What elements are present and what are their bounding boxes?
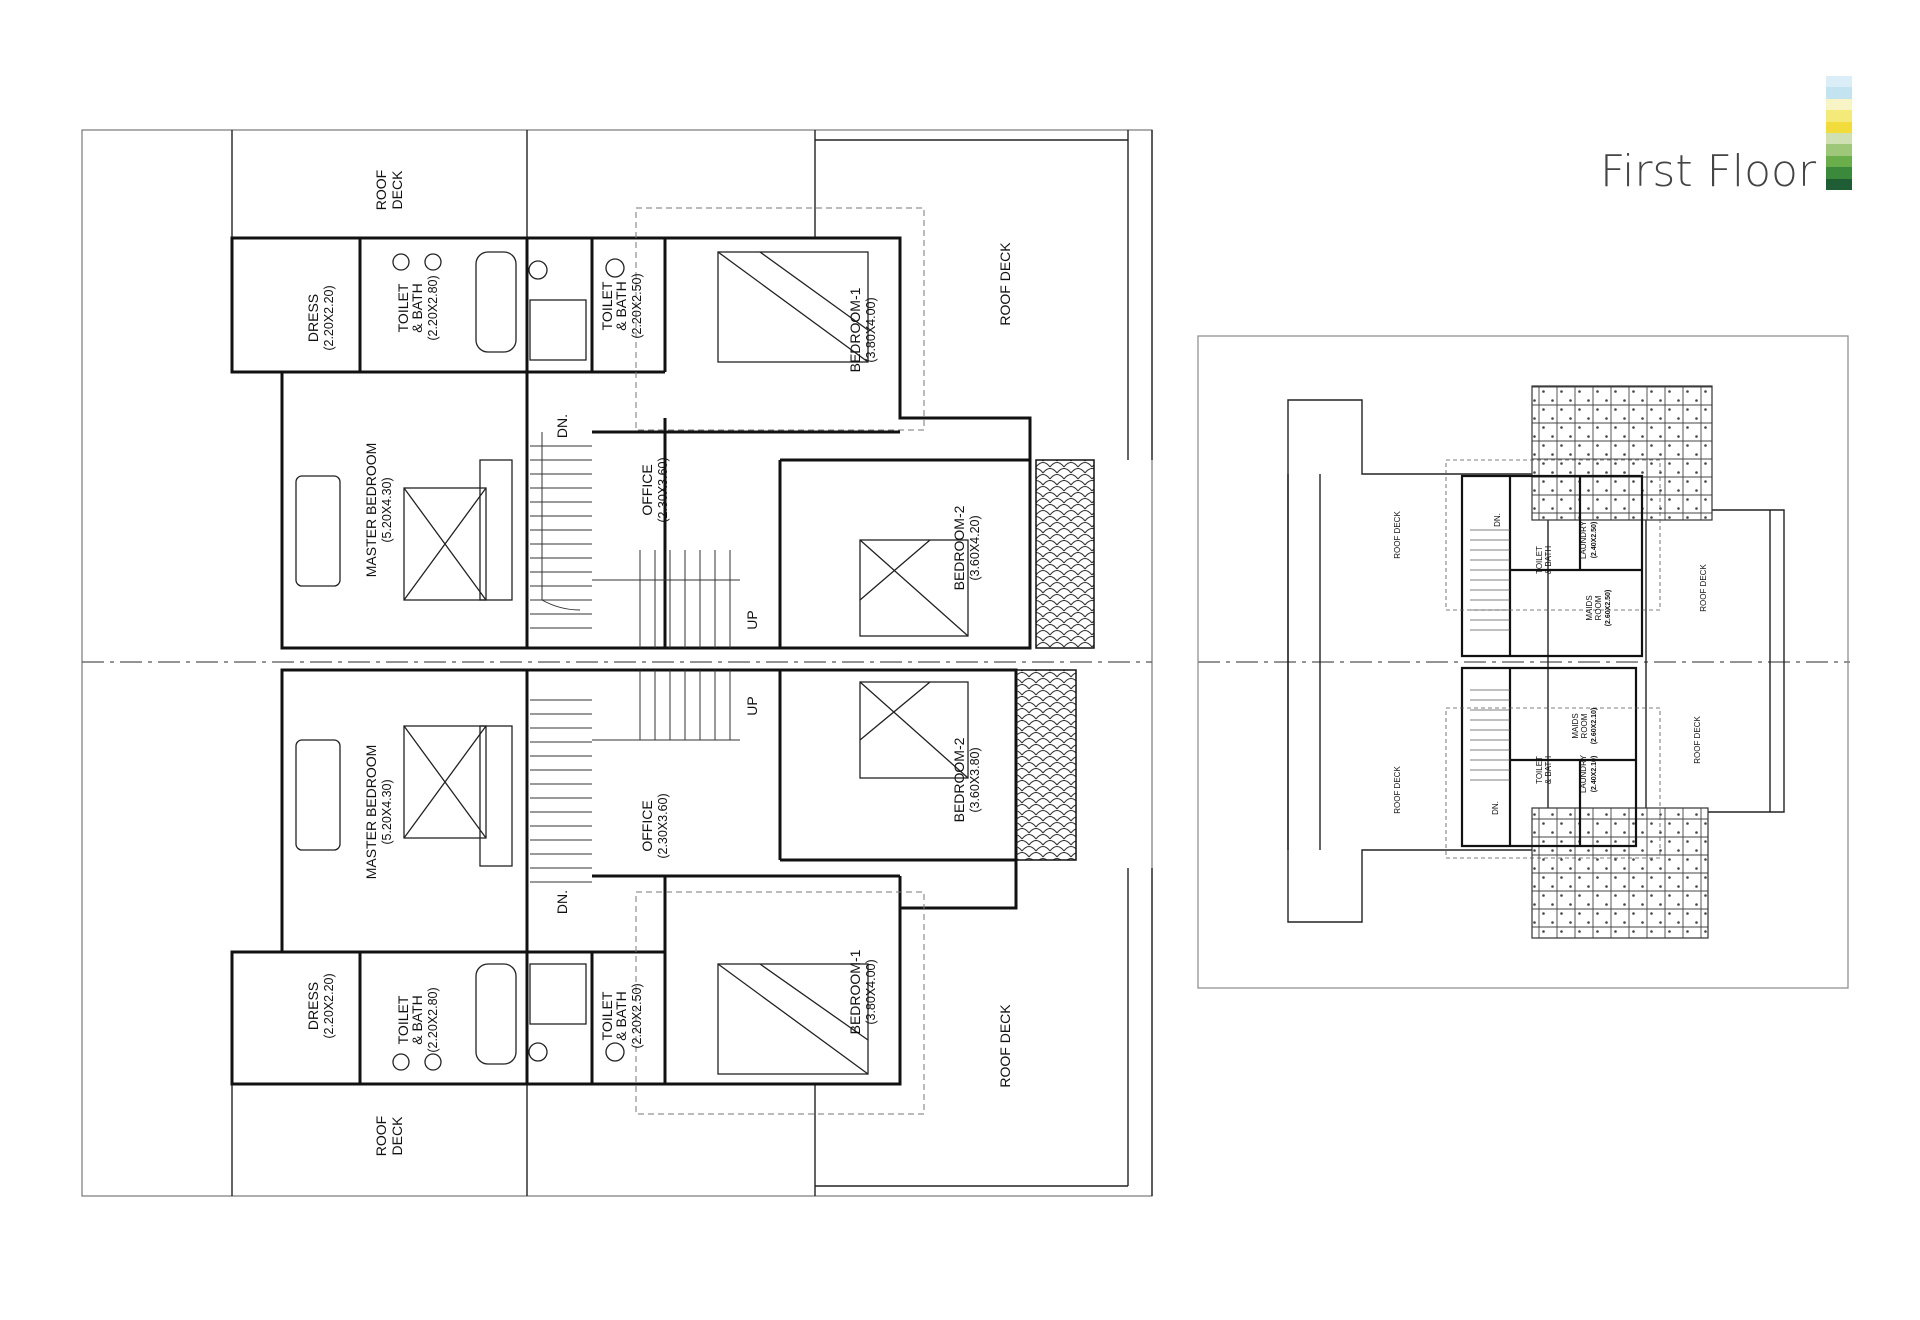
upper-master-bedroom-label: MASTER BEDROOM	[363, 443, 379, 578]
upper-dress-label: DRESS	[305, 294, 321, 342]
lower-office-label: OFFICE	[639, 800, 655, 851]
color-swatch	[1826, 121, 1852, 134]
color-swatch	[1826, 98, 1852, 111]
roof-deck-frames	[231, 130, 1153, 1196]
second-toilet-top-label: TOILET& BATH	[1535, 546, 1553, 575]
lower-office-dim: (2.30X3.60)	[656, 793, 670, 858]
upper-bedroom-1-label: BEDROOM-1	[847, 287, 863, 372]
upper-toilet-bath-1-label: TOILET& BATH	[395, 283, 425, 333]
lower-up-label: UP	[744, 696, 760, 715]
lower-furniture	[295, 681, 969, 1075]
upper-dress-dim: (2.20X2.20)	[322, 285, 336, 350]
lower-dn-label: DN.	[554, 890, 570, 914]
upper-toilet-bath-1-dim: (2.20X2.80)	[426, 275, 440, 340]
lower-stair	[530, 670, 740, 883]
color-swatch-strip	[1826, 76, 1852, 191]
lower-dress-label: DRESS	[305, 982, 321, 1030]
lower-toilet-bath-1-label: TOILET& BATH	[395, 995, 425, 1045]
second-plan-roof-top	[1531, 385, 1713, 521]
upper-toilet-bath-2-dim: (2.20X2.50)	[630, 273, 644, 338]
lower-bedroom-1-dim: (3.80X4.00)	[864, 959, 878, 1024]
lower-dress-dim: (2.20X2.20)	[322, 973, 336, 1038]
lower-roof-deck-right-label: ROOF DECK	[997, 1004, 1013, 1088]
color-swatch	[1826, 167, 1852, 179]
second-laundry-bottom-label: LAUNDRY	[1579, 754, 1588, 793]
upper-up-label: UP	[744, 610, 760, 629]
upper-bedroom-1-dim: (3.80X4.00)	[864, 297, 878, 362]
color-swatch	[1826, 144, 1852, 156]
second-maids-room-top-label: MAIDSROOM	[1585, 595, 1603, 620]
upper-furniture	[295, 251, 969, 637]
lower-bedroom-1-label: BEDROOM-1	[847, 949, 863, 1034]
lower-bedroom-2-label: BEDROOM-2	[951, 737, 967, 822]
second-laundry-top-label: LAUNDRY	[1579, 520, 1588, 559]
color-swatch	[1826, 133, 1852, 145]
upper-balcony-tiles	[1035, 459, 1095, 649]
second-maids-room-top-dim: (2.60X2.50)	[1605, 590, 1612, 627]
lower-toilet-bath-1-dim: (2.20X2.80)	[426, 987, 440, 1052]
lower-toilet-bath-2-dim: (2.20X2.50)	[630, 983, 644, 1048]
second-plan-core	[1460, 474, 1644, 848]
upper-stair	[530, 432, 740, 648]
upper-master-bedroom-dim: (5.20X4.30)	[380, 477, 394, 542]
lower-bedroom-2-dim: (3.60X3.80)	[968, 747, 982, 812]
second-laundry-bottom-dim: (2.40X2.10)	[1591, 756, 1598, 793]
lower-toilet-bath-2-label: TOILET& BATH	[599, 991, 629, 1041]
second-maids-room-bottom-dim: (2.60X2.10)	[1591, 708, 1598, 745]
second-roof-deck-left-bottom: ROOF DECK	[1393, 766, 1402, 814]
second-dn-bottom-label: DN.	[1491, 801, 1500, 815]
second-plan-roof-bottom	[1531, 807, 1709, 939]
plan-title: First Floor	[1600, 146, 1817, 197]
upper-dn-label: DN.	[554, 414, 570, 438]
second-laundry-top-dim: (2.40X2.50)	[1591, 522, 1598, 559]
lower-master-bedroom-label: MASTER BEDROOM	[363, 745, 379, 880]
second-dn-top-label: DN.	[1493, 513, 1502, 527]
lower-roof-deck-bottom-label: ROOFDECK	[373, 1116, 405, 1156]
upper-roof-deck-top-label: ROOFDECK	[373, 170, 405, 210]
upper-office-dim: (2.30X3.60)	[656, 457, 670, 522]
second-maids-room-bottom-label: MAIDSROOM	[1571, 713, 1589, 738]
upper-unit-walls	[230, 236, 1032, 650]
second-plan-frame	[1197, 335, 1849, 989]
color-swatch	[1826, 87, 1852, 99]
second-roof-deck-left-top: ROOF DECK	[1393, 511, 1402, 559]
color-swatch	[1826, 76, 1852, 88]
site-outline	[81, 129, 1153, 1197]
upper-bedroom-2-dim: (3.60X4.20)	[968, 515, 982, 580]
upper-bedroom-2-label: BEDROOM-2	[951, 505, 967, 590]
lower-master-bedroom-dim: (5.20X4.30)	[380, 779, 394, 844]
color-swatch	[1826, 110, 1852, 122]
second-toilet-bottom-label: TOILET& BATH	[1535, 756, 1553, 785]
upper-roof-deck-right-label: ROOF DECK	[997, 242, 1013, 326]
second-roof-deck-right-bottom: ROOF DECK	[1693, 716, 1702, 764]
color-swatch	[1826, 178, 1852, 191]
lower-balcony-tiles	[1015, 669, 1077, 861]
second-roof-deck-right-top: ROOF DECK	[1699, 564, 1708, 612]
color-swatch	[1826, 155, 1852, 168]
upper-toilet-bath-2-label: TOILET& BATH	[599, 281, 629, 331]
upper-office-label: OFFICE	[639, 464, 655, 515]
